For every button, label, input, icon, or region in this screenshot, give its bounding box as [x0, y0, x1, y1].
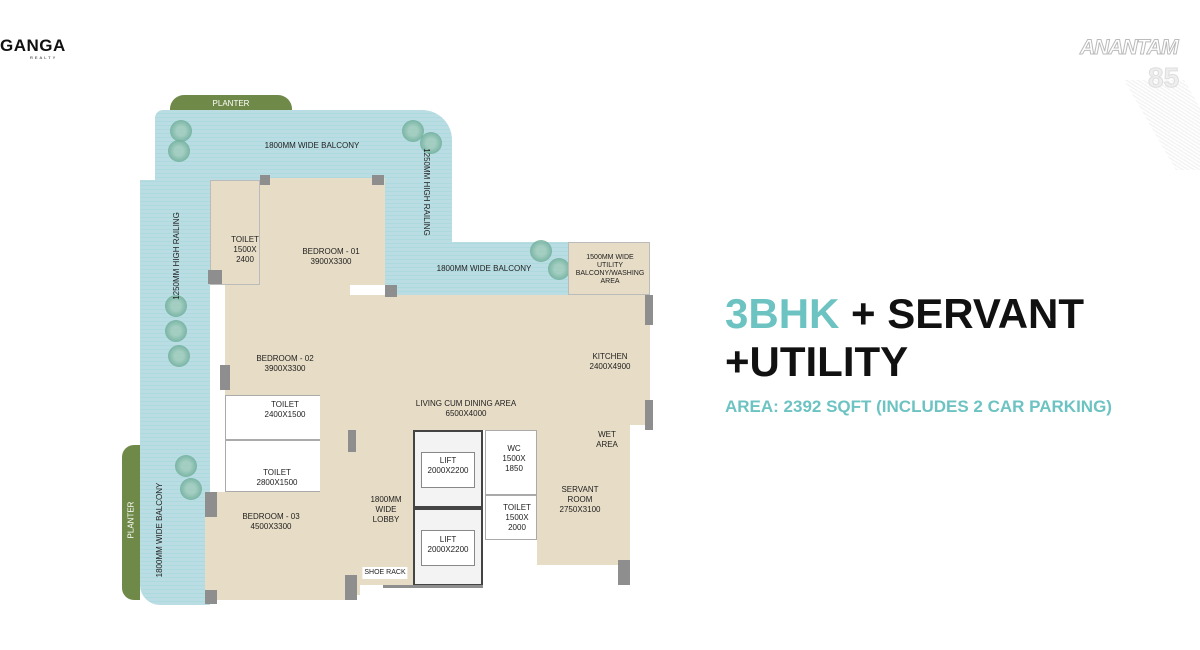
toilet-2 [225, 395, 325, 440]
planter-top: PLANTER [170, 95, 292, 112]
tree-icon [168, 345, 190, 367]
wall [383, 585, 483, 588]
balcony-mid-label: 1800MM WIDE BALCONY [436, 264, 532, 273]
wall [348, 430, 356, 452]
servant-room [537, 475, 630, 565]
wall [645, 295, 653, 325]
toilet-4 [485, 495, 537, 540]
living-dining [350, 295, 585, 430]
unit-type-line2: +UTILITY [725, 338, 909, 385]
bedroom-1 [260, 178, 385, 285]
balcony-top [155, 110, 452, 185]
balcony-left-label: 1800MM WIDE BALCONY [155, 482, 164, 578]
tree-icon [175, 455, 197, 477]
wall [345, 575, 357, 600]
bedroom-2 [225, 285, 350, 395]
wet-area [537, 425, 630, 475]
toilet-1 [210, 180, 260, 285]
tree-icon [165, 295, 187, 317]
railing-left-label: 1250MM HIGH RAILING [172, 212, 181, 300]
tree-icon [165, 320, 187, 342]
anantam-logo: ANANTAM [1080, 36, 1180, 60]
anantam-number: 85 [1147, 62, 1180, 94]
railing-right-label: 1250MM HIGH RAILING [422, 148, 431, 236]
ganga-logo-sub: REALTY [30, 55, 58, 60]
shoe-rack-label: SHOE RACK [362, 567, 408, 579]
wall [220, 365, 230, 390]
lift-2 [413, 508, 483, 586]
wall [618, 560, 630, 585]
unit-type-rest: + SERVANT [839, 290, 1085, 337]
wall [208, 270, 222, 284]
balcony-left [140, 180, 210, 605]
wall [372, 175, 384, 185]
wc [485, 430, 537, 495]
planter-left: PLANTER [122, 445, 140, 600]
planter-top-label: PLANTER [212, 99, 250, 108]
tree-icon [548, 258, 570, 280]
wall [385, 285, 397, 297]
area-text: AREA: 2392 SQFT (INCLUDES 2 CAR PARKING) [725, 397, 1112, 416]
tree-icon [170, 120, 192, 142]
unit-type-highlight: 3BHK [725, 290, 840, 337]
balcony-top-label: 1800MM WIDE BALCONY [264, 141, 360, 150]
wall [645, 400, 653, 430]
kitchen [585, 295, 650, 425]
tree-icon [180, 478, 202, 500]
floor-plan: PLANTER PLANTER 1800MM WIDE BALCONY 1250… [122, 95, 653, 605]
lobby [355, 430, 415, 585]
toilet-3 [225, 440, 325, 492]
planter-left-label: PLANTER [126, 501, 136, 539]
tree-icon [402, 120, 424, 142]
bedroom-3 [205, 492, 355, 600]
tree-icon [420, 132, 442, 154]
tree-icon [530, 240, 552, 262]
wall [205, 590, 217, 604]
ganga-logo: GANGA [0, 36, 66, 55]
unit-type-title: 3BHK + SERVANT [725, 290, 1084, 338]
utility-area [568, 242, 650, 295]
tree-icon [168, 140, 190, 162]
wall [260, 175, 270, 185]
wall [205, 492, 217, 517]
lift-1 [413, 430, 483, 508]
